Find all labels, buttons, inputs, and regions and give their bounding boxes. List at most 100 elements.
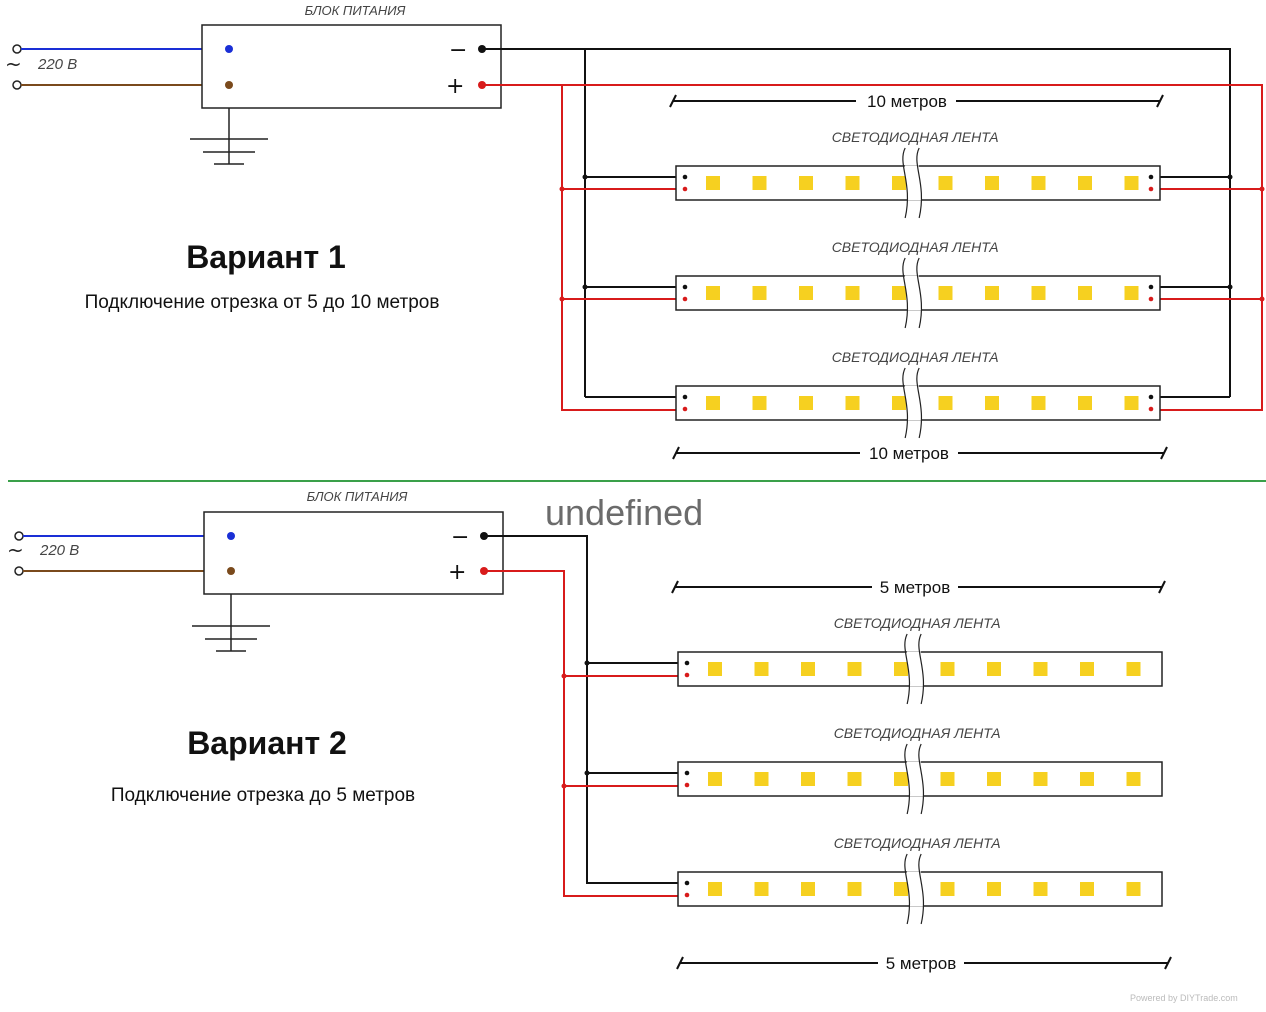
led-chip (706, 176, 720, 190)
dimension-top-variant-1 (669, 94, 1164, 108)
led-chip (801, 662, 815, 676)
led-chip (754, 882, 769, 896)
led-chip (1033, 772, 1048, 786)
break-mark (904, 853, 925, 925)
variant-2: ~ 220 В БЛОК ПИТАНИЯ − + (7, 489, 1172, 973)
led-chip (1031, 286, 1046, 300)
led-chip (894, 662, 908, 676)
led-chip (847, 662, 862, 676)
break-mark (902, 367, 923, 439)
led-chip (1078, 176, 1092, 190)
led-chip (1031, 176, 1046, 190)
led-chip (801, 772, 815, 786)
variant-1-subtitle: Подключение отрезка от 5 до 10 метров (85, 292, 440, 313)
led-strips-variant-2: СВЕТОДИОДНАЯ ЛЕНТА СВЕТОДИОДНАЯ ЛЕНТА СВЕТ… (677, 615, 1163, 925)
led-strip: СВЕТОДИОДНАЯ ЛЕНТА (675, 349, 1161, 439)
led-chip (940, 772, 955, 786)
led-chip (799, 286, 813, 300)
led-strip: СВЕТОДИОДНАЯ ЛЕНТА (675, 129, 1161, 219)
power-supply-box: БЛОК ПИТАНИЯ − + (201, 3, 502, 109)
overlay-text: undefined (545, 492, 703, 533)
tilde-icon: ~ (5, 52, 22, 76)
led-strip: СВЕТОДИОДНАЯ ЛЕНТА (677, 615, 1163, 705)
led-chip (894, 882, 908, 896)
led-strip: СВЕТОДИОДНАЯ ЛЕНТА (677, 725, 1163, 815)
led-chip (894, 772, 908, 786)
strip-label: СВЕТОДИОДНАЯ ЛЕНТА (834, 615, 1001, 631)
dimension-top-label-2: 5 метров (880, 578, 950, 597)
led-chip (1033, 882, 1048, 896)
psu-label-2: БЛОК ПИТАНИЯ (307, 489, 408, 504)
led-chip (987, 662, 1001, 676)
led-chip (708, 662, 722, 676)
strip-label: СВЕТОДИОДНАЯ ЛЕНТА (832, 239, 999, 255)
led-chip (938, 176, 953, 190)
led-chip (801, 882, 815, 896)
plus-terminal-label: + (446, 74, 464, 99)
led-strip: СВЕТОДИОДНАЯ ЛЕНТА (675, 239, 1161, 329)
led-chip (799, 176, 813, 190)
variant-2-title: Вариант 2 (187, 725, 347, 761)
led-chip (752, 286, 767, 300)
led-chip (892, 396, 906, 410)
strip-label: СВЕТОДИОДНАЯ ЛЕНТА (834, 725, 1001, 741)
plus-terminal-label-2: + (448, 560, 466, 585)
dimension-top-variant-2 (671, 580, 1166, 594)
wiring-variant-2 (484, 535, 687, 897)
junctions-variant-2 (561, 660, 590, 789)
led-chip (752, 396, 767, 410)
led-chip (1033, 662, 1048, 676)
led-chip (1124, 396, 1139, 410)
led-chip (938, 396, 953, 410)
led-chip (845, 286, 860, 300)
led-chip (845, 396, 860, 410)
ac-input: ~ 220 В (5, 44, 229, 90)
dimension-bottom-label-2: 5 метров (886, 954, 956, 973)
led-chip (1080, 882, 1094, 896)
ac-input-2: ~ 220 В (7, 531, 231, 576)
dimension-top-label: 10 метров (867, 92, 947, 111)
junctions-variant-1 (559, 174, 1265, 302)
strip-label: СВЕТОДИОДНАЯ ЛЕНТА (832, 129, 999, 145)
break-mark (904, 633, 925, 705)
break-mark (902, 147, 923, 219)
led-chip (1078, 396, 1092, 410)
led-chip (892, 286, 906, 300)
led-chip (1078, 286, 1092, 300)
led-chip (708, 772, 722, 786)
tilde-icon: ~ (7, 538, 24, 562)
minus-terminal-label: − (449, 38, 467, 63)
led-chip (938, 286, 953, 300)
led-chip (985, 176, 999, 190)
led-strip: СВЕТОДИОДНАЯ ЛЕНТА (677, 835, 1163, 925)
led-chip (847, 772, 862, 786)
variant-1: ~ 220 В БЛОК ПИТАНИЯ − + (5, 3, 1265, 463)
minus-terminal-label-2: − (451, 525, 469, 550)
led-chip (752, 176, 767, 190)
ground-icon (192, 594, 270, 652)
led-chip (987, 882, 1001, 896)
led-chip (845, 176, 860, 190)
led-chip (1031, 396, 1046, 410)
variant-2-subtitle: Подключение отрезка до 5 метров (111, 785, 415, 806)
strip-label: СВЕТОДИОДНАЯ ЛЕНТА (832, 349, 999, 365)
led-chip (985, 286, 999, 300)
led-chip (1126, 882, 1141, 896)
break-mark (902, 257, 923, 329)
voltage-label: 220 В (37, 56, 77, 73)
led-chip (708, 882, 722, 896)
watermark: Powered by DIYTrade.com (1130, 993, 1238, 1003)
variant-1-title: Вариант 1 (186, 239, 346, 275)
voltage-label-2: 220 В (39, 542, 79, 559)
led-chip (799, 396, 813, 410)
led-chip (706, 286, 720, 300)
wiring-variant-1 (482, 48, 1263, 411)
led-chip (706, 396, 720, 410)
led-chip (1126, 772, 1141, 786)
led-chip (1126, 662, 1141, 676)
led-chip (754, 662, 769, 676)
led-chip (754, 772, 769, 786)
led-chip (940, 882, 955, 896)
strip-label: СВЕТОДИОДНАЯ ЛЕНТА (834, 835, 1001, 851)
